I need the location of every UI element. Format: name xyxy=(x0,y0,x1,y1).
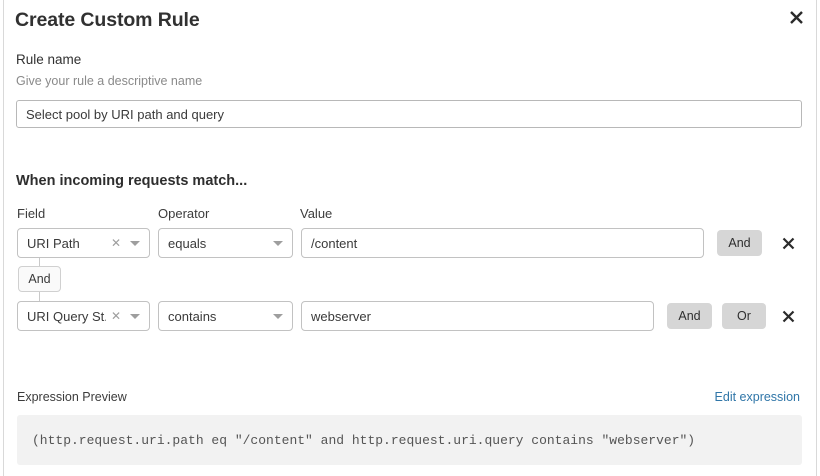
field-select-value-1: URI Query St... xyxy=(27,308,106,324)
expression-preview-text: (http.request.uri.path eq "/content" and… xyxy=(32,432,696,448)
connector-line-top xyxy=(39,258,40,268)
connector-and-toggle[interactable]: And xyxy=(18,266,61,292)
field-select-0[interactable]: URI Path ✕ xyxy=(17,228,150,258)
chevron-down-icon[interactable] xyxy=(126,313,149,319)
delete-condition-icon-1[interactable] xyxy=(778,306,798,326)
rule-name-label: Rule name xyxy=(16,52,82,67)
value-input-0[interactable] xyxy=(301,228,704,258)
operator-select-value-0: equals xyxy=(168,235,207,251)
operator-select-0[interactable]: equals xyxy=(158,228,293,258)
page-title: Create Custom Rule xyxy=(15,9,200,31)
delete-condition-icon-0[interactable] xyxy=(778,233,798,253)
edit-expression-link[interactable]: Edit expression xyxy=(714,390,800,404)
column-header-value: Value xyxy=(300,206,333,221)
condition-row: URI Path ✕ equals And xyxy=(4,228,818,258)
expression-preview-label: Expression Preview xyxy=(17,390,127,404)
close-glyph xyxy=(789,10,803,24)
field-select-1[interactable]: URI Query St... ✕ xyxy=(17,301,150,331)
rule-name-input[interactable] xyxy=(16,100,802,128)
clear-x-icon[interactable]: ✕ xyxy=(110,236,121,250)
rule-name-help-text: Give your rule a descriptive name xyxy=(16,74,203,88)
match-section-heading: When incoming requests match... xyxy=(16,173,248,189)
delete-x-glyph xyxy=(782,310,794,322)
expression-preview-box: (http.request.uri.path eq "/content" and… xyxy=(17,415,802,465)
or-button-1[interactable]: Or xyxy=(722,303,766,329)
close-icon[interactable] xyxy=(785,6,807,28)
delete-x-glyph xyxy=(782,237,794,249)
condition-row: URI Query St... ✕ contains And Or xyxy=(4,301,818,331)
field-select-value-0: URI Path xyxy=(27,235,80,251)
connector-line-bottom xyxy=(39,292,40,302)
operator-select-value-1: contains xyxy=(168,308,217,324)
chevron-down-icon[interactable] xyxy=(269,313,292,319)
chevron-down-icon[interactable] xyxy=(269,240,292,246)
column-header-operator: Operator xyxy=(158,206,210,221)
operator-select-1[interactable]: contains xyxy=(158,301,293,331)
clear-x-icon[interactable]: ✕ xyxy=(110,309,121,323)
and-button-1[interactable]: And xyxy=(667,303,712,329)
column-header-field: Field xyxy=(17,206,46,221)
chevron-down-icon[interactable] xyxy=(126,240,149,246)
value-input-1[interactable] xyxy=(301,301,654,331)
and-button-0[interactable]: And xyxy=(717,230,762,256)
create-custom-rule-dialog: Create Custom Rule Rule name Give your r… xyxy=(3,0,817,476)
